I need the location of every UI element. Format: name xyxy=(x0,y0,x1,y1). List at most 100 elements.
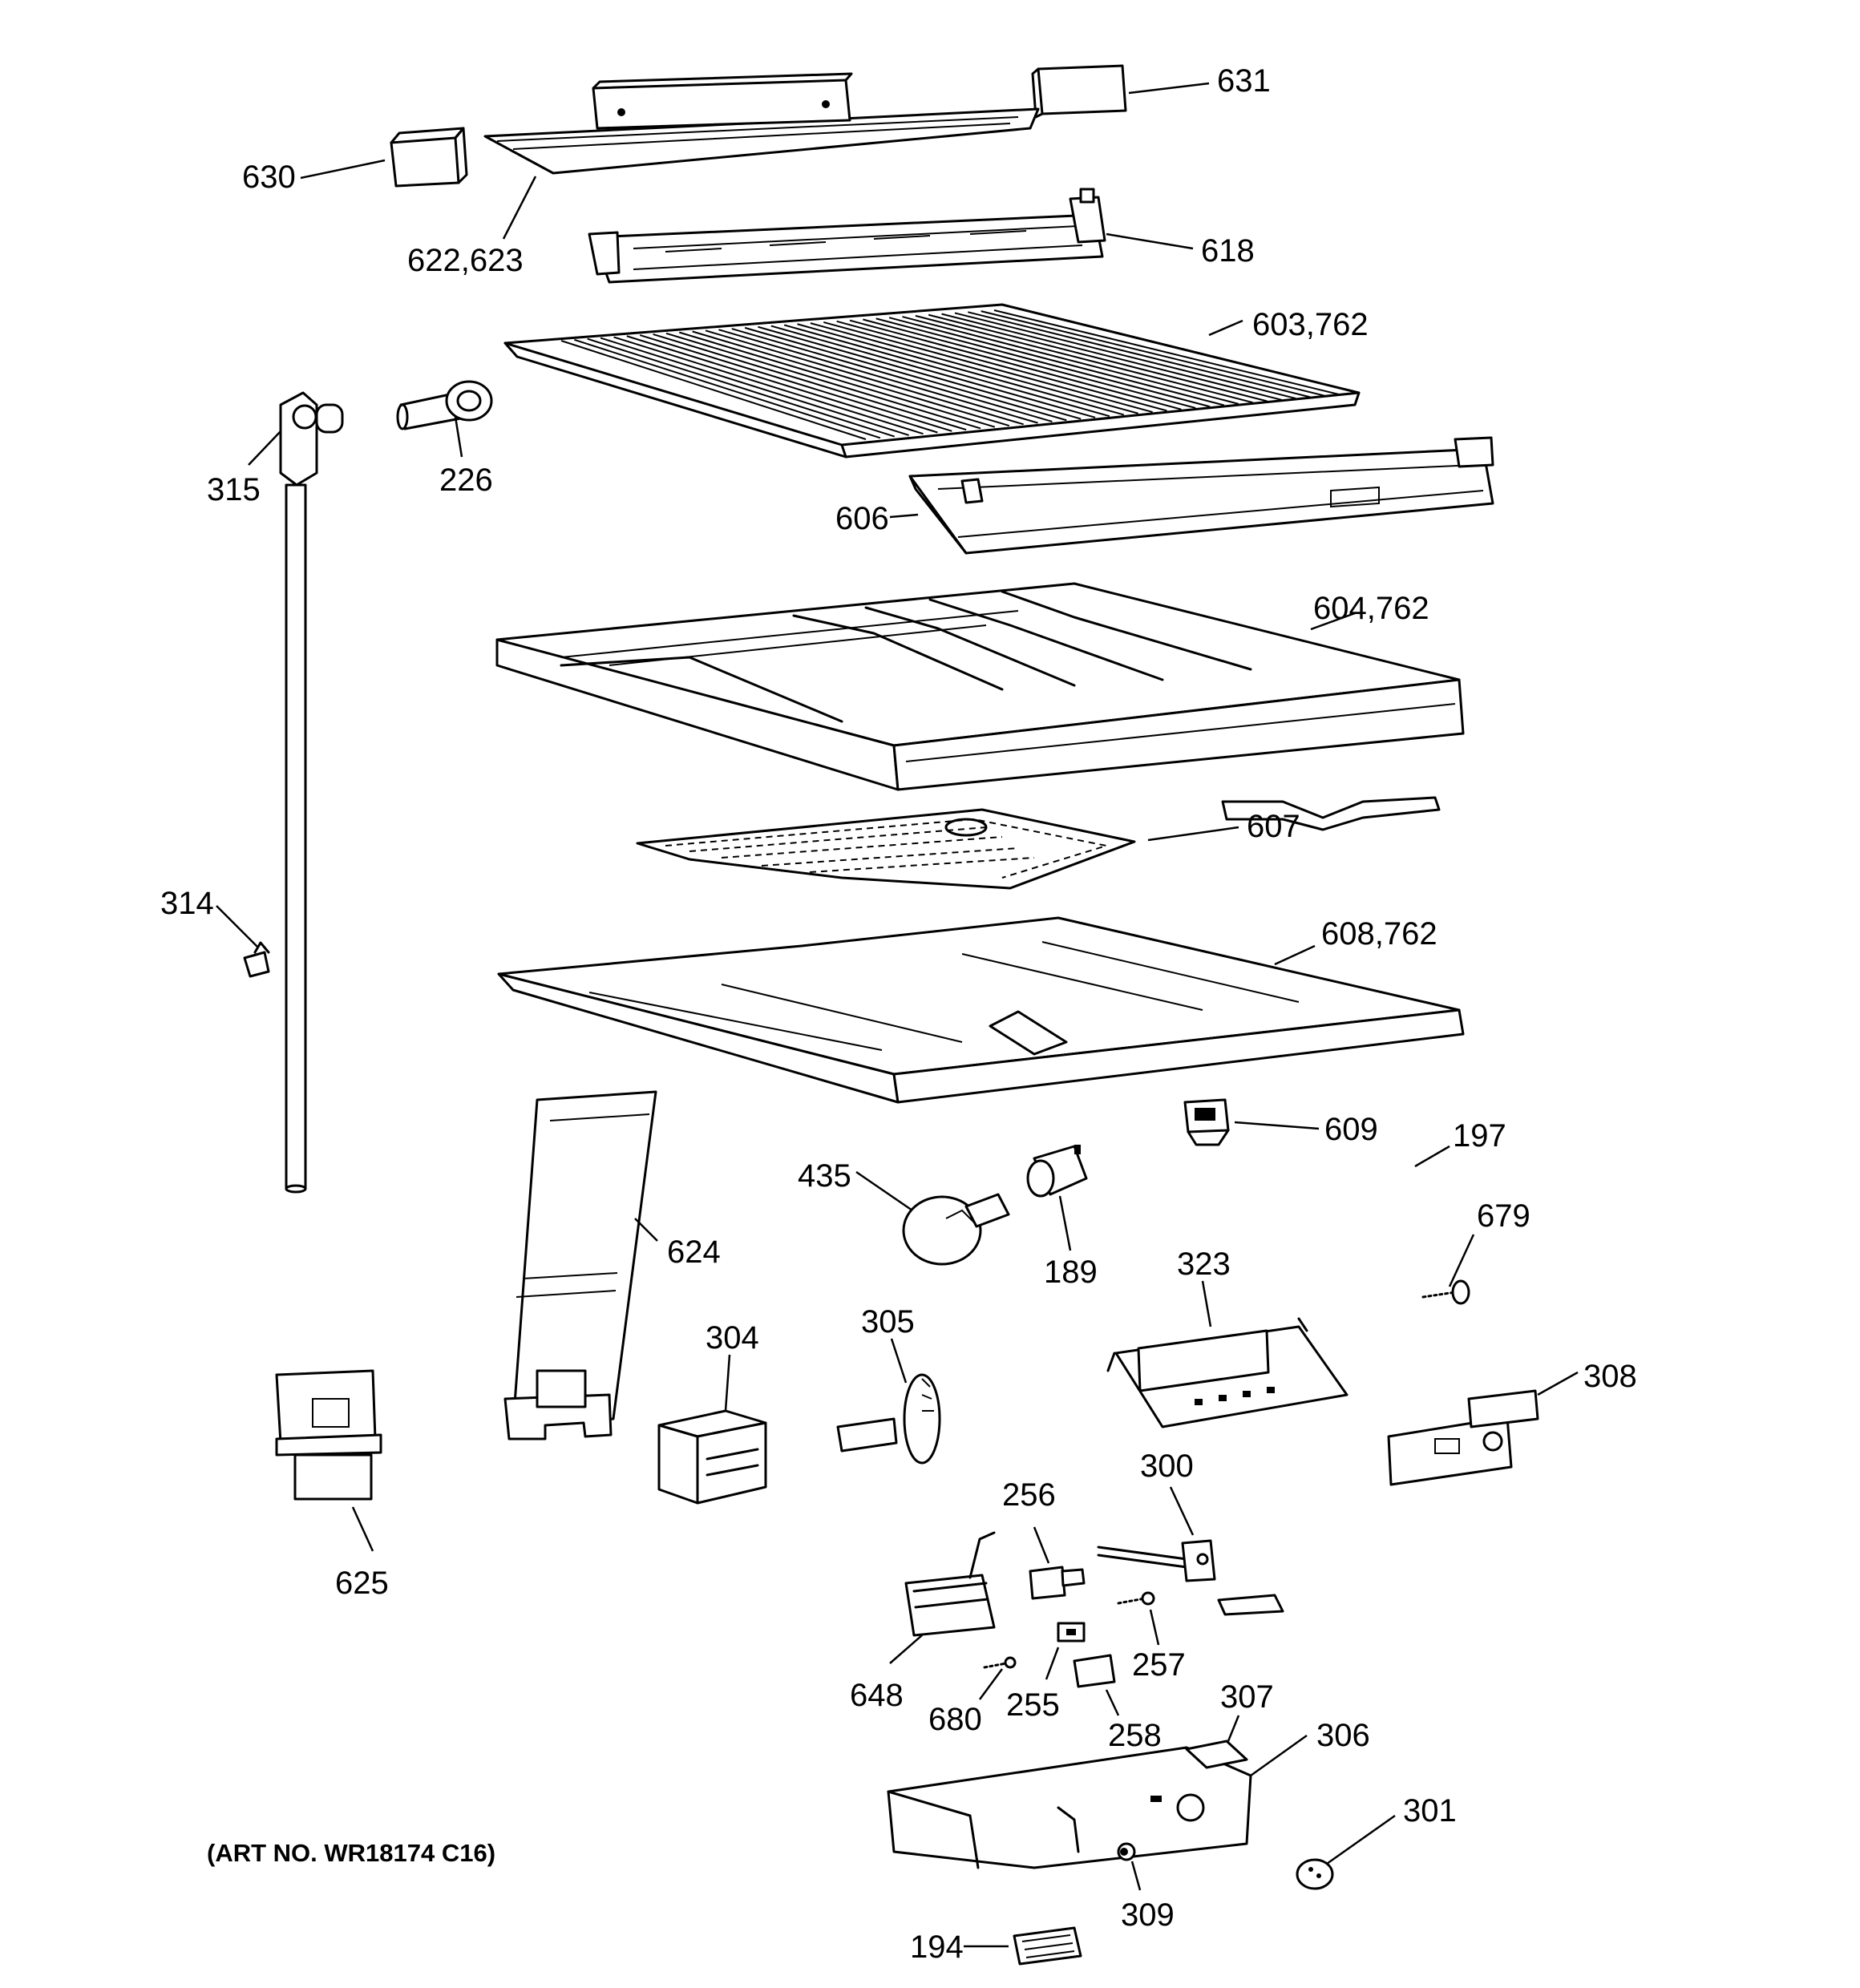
part-194[interactable] xyxy=(1013,1926,1082,1966)
part-631[interactable] xyxy=(1031,64,1127,119)
part-624[interactable] xyxy=(503,1090,657,1440)
part-305[interactable] xyxy=(836,1373,941,1465)
shelf-wire xyxy=(863,318,1196,409)
shelf-wire xyxy=(705,329,1024,426)
callout-307: 307 xyxy=(1220,1679,1274,1715)
callout-609: 609 xyxy=(1324,1112,1378,1147)
callout-255: 255 xyxy=(1006,1687,1060,1723)
shelf-wire xyxy=(902,316,1239,405)
part-679[interactable] xyxy=(1421,1279,1470,1305)
shelf-wire xyxy=(797,323,1125,416)
callout-314: 314 xyxy=(160,886,214,921)
callout-323: 323 xyxy=(1177,1247,1231,1282)
callout-256: 256 xyxy=(1002,1477,1056,1513)
part-300[interactable] xyxy=(1097,1539,1216,1582)
shelf-wire xyxy=(574,338,881,439)
shelf-wire xyxy=(783,324,1110,418)
part-226[interactable] xyxy=(396,380,493,430)
part-630[interactable] xyxy=(390,127,468,188)
callout-226: 226 xyxy=(439,463,493,498)
callout-625: 625 xyxy=(335,1566,389,1601)
callout-680: 680 xyxy=(928,1702,982,1737)
part-255[interactable] xyxy=(1057,1622,1086,1643)
part-197[interactable] xyxy=(1217,796,1441,1616)
shelf-wire xyxy=(888,317,1225,406)
shelf-wire xyxy=(993,309,1340,395)
callout-435: 435 xyxy=(798,1158,851,1194)
shelf-wire xyxy=(915,314,1253,404)
part-323[interactable] xyxy=(1106,1317,1348,1428)
part-603-762[interactable] xyxy=(503,303,1361,459)
part-607[interactable] xyxy=(636,808,1136,890)
callout-631: 631 xyxy=(1217,63,1271,99)
callout-679: 679 xyxy=(1477,1198,1530,1234)
shelf-wire xyxy=(836,320,1167,412)
callout-301: 301 xyxy=(1403,1793,1457,1828)
part-256[interactable] xyxy=(1029,1566,1086,1600)
callout-194: 194 xyxy=(910,1929,964,1965)
part-618[interactable] xyxy=(588,188,1106,284)
part-604-762[interactable] xyxy=(495,582,1465,791)
shelf-wire xyxy=(692,330,1010,426)
callout-309: 309 xyxy=(1121,1897,1175,1933)
shelf-wire xyxy=(849,319,1182,410)
shelf-wire xyxy=(981,310,1325,397)
part-435[interactable] xyxy=(902,1193,1010,1266)
shelf-wire xyxy=(770,325,1096,418)
part-307[interactable] xyxy=(1185,1740,1248,1769)
part-309[interactable] xyxy=(1120,1848,1128,1856)
shelf-wire xyxy=(653,333,967,431)
part-315-rod[interactable] xyxy=(285,483,307,1194)
callout-labels: 631 630 622,623 618 603,762 315 226 606 … xyxy=(160,63,1637,1965)
callout-618: 618 xyxy=(1201,233,1255,269)
shelf-wire xyxy=(639,334,952,432)
callout-648: 648 xyxy=(850,1678,904,1713)
callout-630: 630 xyxy=(242,160,296,195)
part-304[interactable] xyxy=(657,1409,767,1505)
part-258[interactable] xyxy=(1073,1654,1116,1688)
callout-606: 606 xyxy=(835,501,889,536)
part-314[interactable] xyxy=(243,941,270,978)
callout-258: 258 xyxy=(1108,1718,1162,1753)
callout-257: 257 xyxy=(1132,1647,1186,1683)
callout-603-762: 603,762 xyxy=(1252,307,1369,342)
shelf-wire xyxy=(810,322,1138,414)
shelf-wire xyxy=(626,335,938,434)
art-number: (ART NO. WR18174 C16) xyxy=(207,1839,495,1867)
part-308[interactable] xyxy=(1387,1389,1539,1486)
callout-624: 624 xyxy=(667,1234,721,1270)
shelf-wire xyxy=(941,313,1282,401)
shelf-wire xyxy=(613,336,924,435)
part-622-623[interactable] xyxy=(483,72,1040,175)
part-257[interactable] xyxy=(1117,1591,1155,1606)
part-680[interactable] xyxy=(983,1656,1017,1669)
callout-604-762: 604,762 xyxy=(1313,591,1429,626)
leader-lines xyxy=(216,82,1579,1948)
callout-308: 308 xyxy=(1583,1359,1637,1394)
callout-315: 315 xyxy=(207,472,261,507)
part-606[interactable] xyxy=(908,436,1494,555)
shelf-wire xyxy=(587,337,896,438)
callout-197: 197 xyxy=(1453,1118,1506,1154)
callout-608-762: 608,762 xyxy=(1321,916,1437,952)
part-315[interactable] xyxy=(279,391,344,487)
part-301[interactable] xyxy=(1296,1858,1334,1890)
shelf-wire xyxy=(928,313,1268,402)
part-648[interactable] xyxy=(904,1531,996,1637)
shelf-wire xyxy=(968,311,1311,398)
shelf-wire xyxy=(758,325,1082,420)
part-609[interactable] xyxy=(1183,1098,1230,1146)
shelf-wire xyxy=(560,340,867,440)
part-608-762[interactable] xyxy=(497,916,1465,1104)
part-625[interactable] xyxy=(275,1369,382,1501)
shelf-wire xyxy=(665,332,981,430)
shelf-wire xyxy=(678,331,996,428)
shelf-wire xyxy=(731,328,1053,422)
part-189[interactable] xyxy=(1026,1145,1088,1198)
callout-305: 305 xyxy=(861,1304,915,1339)
callout-189: 189 xyxy=(1044,1255,1098,1290)
shelf-wire xyxy=(744,326,1067,422)
part-306[interactable] xyxy=(887,1746,1252,1869)
callout-622-623: 622,623 xyxy=(407,243,524,278)
